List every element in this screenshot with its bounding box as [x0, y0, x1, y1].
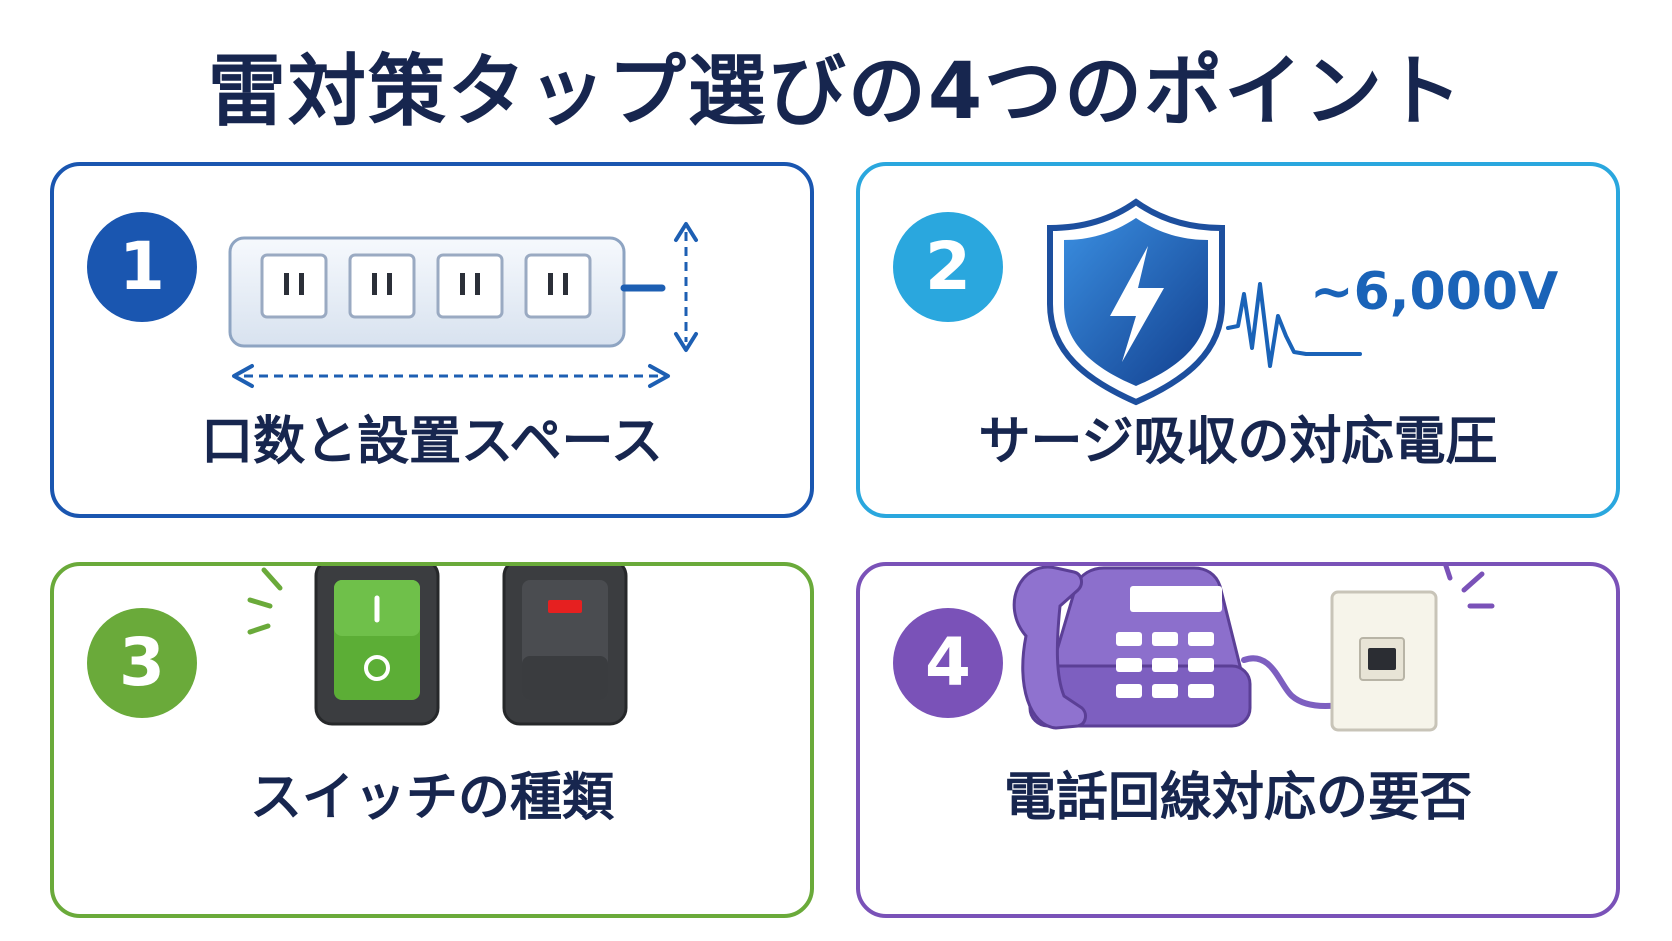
point-label: スイッチの種類 [249, 768, 614, 828]
point-label: 電話回線対応の要否 [1003, 768, 1472, 828]
point-card-3: 3 スイッチの種類 [50, 562, 814, 918]
point-label: サージ吸収の対応電圧 [978, 412, 1498, 472]
shield-lightning-icon [1047, 198, 1362, 406]
voltage-label: ~6,000V [1310, 262, 1559, 322]
point-card-2: 2 ~6,000V サージ吸収の対応電圧 [856, 162, 1620, 518]
point-number-badge: 3 [87, 608, 197, 718]
point-card-1: 1 口数と設置スペース [50, 162, 814, 518]
page-title: 雷対策タップ選びの4つのポイント [207, 47, 1465, 137]
rocker-switch-icon [247, 566, 628, 726]
point-number-badge: 2 [893, 212, 1003, 322]
point-label: 口数と設置スペース [201, 412, 663, 472]
point-number-badge: 1 [87, 212, 197, 322]
point-number-badge: 4 [893, 608, 1003, 718]
telephone-icon [1012, 566, 1495, 732]
power-strip-icon [228, 222, 698, 388]
point-card-4: 4 電話回線対応の要否 [856, 562, 1620, 918]
